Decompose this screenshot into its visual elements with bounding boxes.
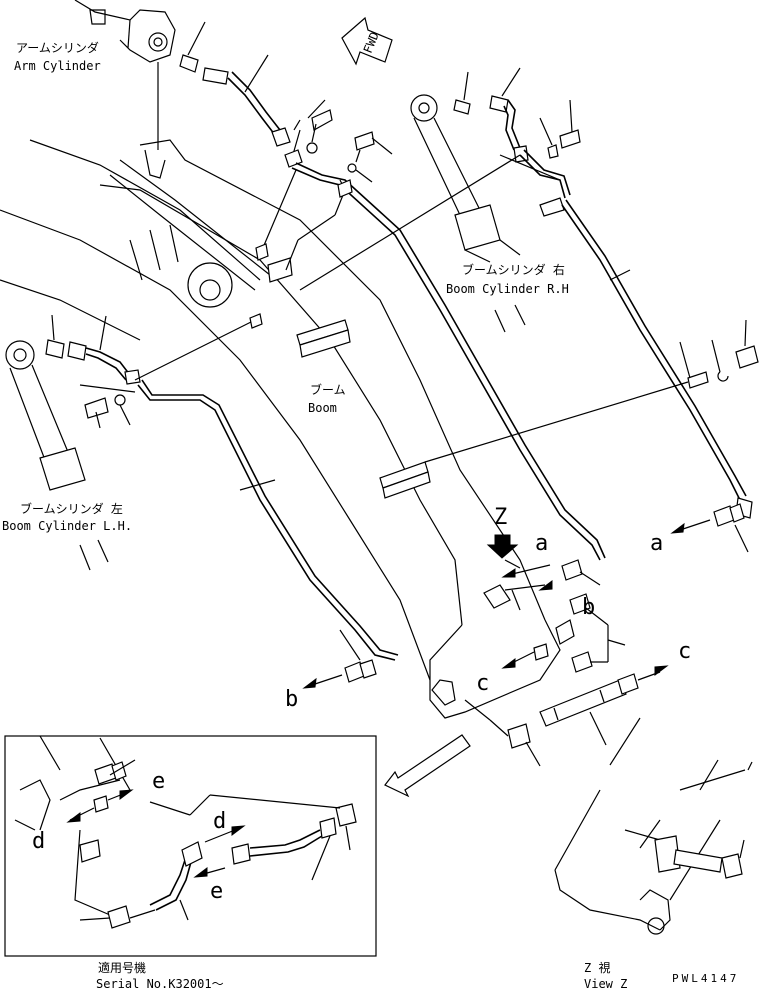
d-label-left: d	[32, 829, 45, 854]
text-labels: アームシリンダ Arm Cylinder ブームシリンダ 右 Boom Cyli…	[2, 30, 739, 991]
boom-cyl-lh-label-jp: ブームシリンダ 左	[20, 501, 123, 516]
c-label-right: c	[678, 639, 691, 664]
view-z-label-en: View Z	[584, 977, 627, 991]
boom-clamps	[267, 257, 431, 499]
z-area	[464, 534, 669, 767]
d-label-center: d	[213, 809, 226, 834]
inset-serial	[4, 735, 377, 957]
arm-cylinder-label-jp: アームシリンダ	[16, 40, 99, 55]
boom-cyl-rh-label-jp: ブームシリンダ 右	[462, 262, 565, 277]
boom-cyl-rh-label-en: Boom Cylinder R.H	[446, 282, 569, 296]
boom-label-en: Boom	[308, 401, 337, 415]
serial-label-en: Serial No.K32001～	[96, 977, 224, 991]
fitting-b-left	[302, 629, 377, 689]
c-label-left: c	[476, 671, 489, 696]
fwd-arrow	[341, 16, 393, 66]
boom-cyl-rh-fittings	[299, 67, 753, 519]
arm-cylinder-label-en: Arm Cylinder	[14, 59, 101, 73]
arm-cylinder	[74, 0, 176, 150]
view-z-label-jp: Z 視	[584, 960, 610, 975]
boom-label-jp: ブーム	[310, 382, 346, 397]
boom-cylinder-rh	[410, 94, 526, 333]
arm-hose-group	[179, 21, 606, 561]
boom-cyl-lh-label-en: Boom Cylinder L.H.	[2, 519, 132, 533]
b-label-z: b	[582, 595, 595, 620]
e-label-top: e	[152, 769, 165, 794]
b-label-left: b	[285, 687, 298, 712]
fitting-a-right	[670, 503, 749, 553]
e-label-bottom: e	[210, 879, 223, 904]
boom-structure	[0, 139, 561, 719]
clamp-right	[424, 319, 759, 463]
a-label-right: a	[650, 531, 663, 556]
serial-label-jp: 適用号機	[98, 960, 146, 975]
drawing-number: PWL4147	[672, 972, 739, 985]
boom-cylinder-lh	[5, 340, 109, 571]
a-label-z: a	[535, 531, 548, 556]
z-marker-label: Z	[494, 505, 507, 530]
view-z	[554, 717, 753, 935]
inset-arrow	[384, 734, 471, 798]
boom-cyl-lh-fittings	[45, 313, 399, 661]
